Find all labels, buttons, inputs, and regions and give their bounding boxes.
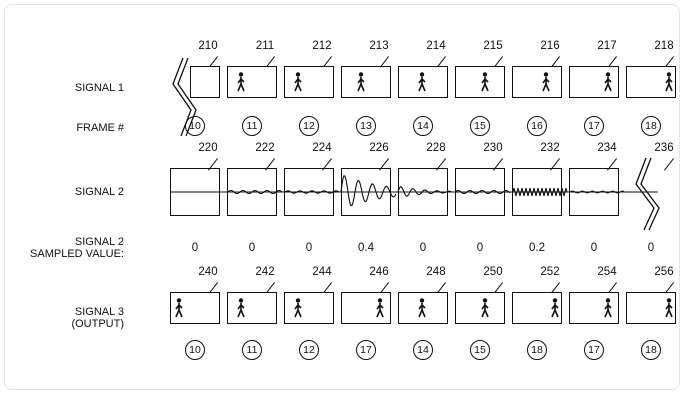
signal2-frame-8-ref: 236 [654,142,674,154]
signal1-frame [398,66,448,98]
signal1-frame-2-ref: 212 [312,40,332,52]
output-frame-number: 12 [299,340,319,360]
frame-number: 11 [242,116,262,136]
walking-figure-icon [293,72,303,92]
walking-figure-icon [236,298,246,318]
sampled-value: 0 [590,242,598,254]
signal3-frame-5-ref: 250 [483,266,503,278]
walking-figure-icon [236,72,246,92]
output-frame [341,292,391,324]
signal2-frame-1-ref: 222 [255,142,275,154]
signal3-frame-3-ref: 246 [369,266,389,278]
signal1-frame [569,66,619,98]
sampled-value: 0 [248,242,256,254]
sampled-value: 0 [419,242,427,254]
walking-figure-icon [664,72,674,92]
signal1-frame-6-ref: 216 [540,40,560,52]
sampled-value-label-2: SAMPLED VALUE: [30,248,124,260]
sampled-value-label-1: SIGNAL 2 [74,236,124,248]
output-frame-number: 17 [584,340,604,360]
signal3-frame-1-ref: 242 [255,266,275,278]
walking-figure-icon [417,72,427,92]
signal1-frame [512,66,562,98]
signal1-label: SIGNAL 1 [74,82,124,94]
signal1-frame [455,66,505,98]
signal1-frame-7-ref: 217 [597,40,617,52]
signal2-frame-4-ref: 228 [426,142,446,154]
walking-figure-icon [603,72,613,92]
output-frame [455,292,505,324]
sampled-value: 0 [191,242,199,254]
walking-figure-icon [417,298,427,318]
signal1-frame [284,66,334,98]
signal3-frame-8-ref: 256 [654,266,674,278]
walking-figure-icon [664,298,674,318]
sampled-value: 0 [476,242,484,254]
frame-number: 13 [356,116,376,136]
signal3-frame-6-ref: 252 [540,266,560,278]
sampled-value: 0 [647,242,655,254]
signal2-frame-7-ref: 234 [597,142,617,154]
sampled-value: 0 [305,242,313,254]
walking-figure-icon [293,298,303,318]
output-frame-number: 11 [242,340,262,360]
signal3-frame-2-ref: 244 [312,266,332,278]
signal3-label-1: SIGNAL 3 [74,306,124,318]
signal2-frame-3-ref: 226 [369,142,389,154]
frame-number: 12 [299,116,319,136]
walking-figure-icon [480,298,490,318]
walking-figure-icon [541,72,551,92]
signal1-frame-5-ref: 215 [483,40,503,52]
signal1-frame-1-ref: 211 [255,40,275,52]
signal2-break-mark [635,157,660,231]
walking-figure-icon [550,298,560,318]
walking-figure-icon [375,298,385,318]
signal2-frame-0-ref: 220 [198,142,218,154]
walking-figure-icon [356,72,366,92]
signal1-frame-3-ref: 213 [369,40,389,52]
sampled-value: 0.4 [358,242,374,254]
frame-number: 15 [470,116,490,136]
output-frame [284,292,334,324]
frame-number: 16 [527,116,547,136]
signal1-frame-0-ref: 210 [198,40,218,52]
signal1-frame [341,66,391,98]
signal2-frame-5-ref: 230 [483,142,503,154]
walking-figure-icon [174,298,184,318]
signal2-waveforms [227,174,625,207]
output-frame-number: 17 [356,340,376,360]
output-frame-number: 18 [641,340,661,360]
walking-figure-icon [603,298,613,318]
signal2-frame-6-ref: 232 [540,142,560,154]
signal3-frame-0-ref: 240 [198,266,218,278]
output-frame [569,292,619,324]
signal3-label-2: (OUTPUT) [71,318,124,330]
output-frame-number: 10 [185,340,205,360]
frame-number: 17 [584,116,604,136]
sampled-value: 0.2 [529,242,545,254]
signal1-frame-4-ref: 214 [426,40,446,52]
frame-number-label: FRAME # [76,122,124,134]
output-frame [227,292,277,324]
frame-number: 14 [413,116,433,136]
output-frame-number: 14 [413,340,433,360]
output-frame [398,292,448,324]
signal2-label: SIGNAL 2 [74,186,124,198]
signal1-break-mark [172,57,197,137]
frame-number: 18 [641,116,661,136]
walking-figure-icon [480,72,490,92]
signal1-frame [190,66,220,98]
output-frame-number: 15 [470,340,490,360]
signal3-frame-7-ref: 254 [597,266,617,278]
signal1-frame [227,66,277,98]
output-frame-number: 18 [527,340,547,360]
signal1-frame-8-ref: 218 [654,40,674,52]
signal2-frame-2-ref: 224 [312,142,332,154]
signal3-frame-4-ref: 248 [426,266,446,278]
